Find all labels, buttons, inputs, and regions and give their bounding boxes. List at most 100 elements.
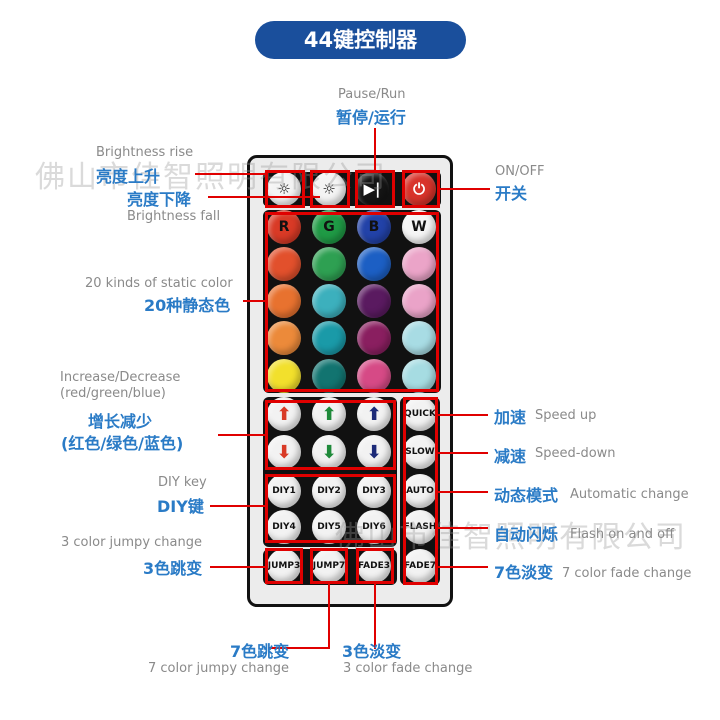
leader-line [210, 505, 267, 507]
flash-button[interactable]: FLASH [403, 510, 437, 544]
highlight-box [265, 548, 303, 584]
color-button[interactable] [402, 359, 436, 393]
static-color-en: 20 kinds of static color [85, 276, 233, 291]
highlight-box [265, 170, 305, 208]
color-button[interactable] [267, 247, 301, 281]
button-label: FADE3 [358, 561, 390, 571]
static-color-cn: 20种静态色 [144, 296, 231, 315]
highlight-box [402, 170, 440, 208]
color-button[interactable] [357, 284, 391, 318]
quick-cn: 加速 [494, 408, 527, 427]
leader-line [195, 173, 267, 175]
brightness-up-icon: ☼ [277, 180, 291, 198]
diy-button[interactable]: DIY4 [267, 510, 301, 544]
color-button[interactable] [402, 321, 436, 355]
color-button[interactable] [402, 284, 436, 318]
color-button[interactable]: R [267, 210, 301, 244]
leader-line [438, 491, 488, 493]
incdec-cn: 增长减少 [88, 412, 153, 431]
color-button[interactable] [267, 321, 301, 355]
button-label: W [411, 219, 427, 235]
color-button[interactable] [267, 284, 301, 318]
slow-button[interactable]: SLOW [403, 435, 437, 469]
color-button[interactable] [357, 321, 391, 355]
button-label: JUMP7 [312, 561, 346, 571]
diy-en: DIY key [158, 475, 207, 490]
brightness-fall-cn: 亮度下降 [127, 190, 192, 209]
quick-button[interactable]: QUICK [403, 397, 437, 431]
quick-en: Speed up [535, 408, 597, 423]
diy-button[interactable]: DIY6 [357, 510, 391, 544]
play-pause-button[interactable]: ▶| [355, 172, 389, 206]
highlight-box [265, 400, 396, 470]
arrow-up-icon: ⬆ [321, 403, 337, 425]
arrow-button[interactable]: ⬇ [312, 435, 346, 469]
color-button[interactable]: W [402, 210, 436, 244]
button-label: DIY4 [272, 522, 296, 532]
fade7-button[interactable]: FADE7 [403, 549, 437, 583]
color-button[interactable] [312, 321, 346, 355]
incdec-cn2: (红色/绿色/蓝色) [61, 434, 184, 453]
color-button[interactable] [357, 247, 391, 281]
onoff-label-en: ON/OFF [495, 164, 545, 179]
leader-line [328, 584, 330, 649]
highlight-box [355, 170, 395, 208]
button-label: DIY5 [317, 522, 341, 532]
fade7-cn: 7色淡变 [494, 563, 554, 582]
brightness-down-button[interactable]: ☼ [312, 172, 346, 206]
highlight-box [310, 548, 348, 584]
button-label: DIY1 [272, 486, 296, 496]
color-button[interactable]: B [357, 210, 391, 244]
button-label: DIY2 [317, 486, 341, 496]
highlight-box [403, 397, 438, 585]
pause-label-en: Pause/Run [338, 87, 406, 102]
leader-line [374, 584, 376, 649]
diy-button[interactable]: DIY2 [312, 474, 346, 508]
pause-label-cn: 暂停/运行 [336, 108, 406, 127]
jump3-button[interactable]: JUMP3 [267, 549, 301, 583]
leader-line [438, 527, 488, 529]
button-label: DIY6 [362, 522, 386, 532]
diy-button[interactable]: DIY3 [357, 474, 391, 508]
arrow-button[interactable]: ⬇ [267, 435, 301, 469]
fade3-button[interactable]: FADE3 [357, 549, 391, 583]
jump3-cn: 3色跳变 [143, 559, 203, 578]
highlight-box [310, 170, 350, 208]
watermark: 佛山市佳智照明有限公司 [35, 160, 387, 195]
brightness-fall-en: Brightness fall [127, 209, 221, 224]
color-button[interactable] [402, 247, 436, 281]
color-button[interactable] [357, 359, 391, 393]
flash-en: Flash on and off [570, 527, 675, 542]
leader-line [374, 128, 376, 171]
leader-line [268, 647, 330, 649]
arrow-down-icon: ⬇ [276, 441, 292, 463]
button-label: AUTO [406, 486, 434, 496]
button-label: FADE7 [404, 561, 436, 571]
diy-button[interactable]: DIY5 [312, 510, 346, 544]
button-label: G [323, 219, 335, 235]
button-label: FLASH [403, 522, 437, 532]
slow-en: Speed-down [535, 446, 616, 461]
brightness-down-icon: ☼ [322, 180, 336, 198]
color-button[interactable] [312, 284, 346, 318]
color-button[interactable] [312, 359, 346, 393]
play-pause-icon: ▶| [363, 180, 381, 198]
jump7-button[interactable]: JUMP7 [312, 549, 346, 583]
color-button[interactable] [312, 247, 346, 281]
button-label: R [278, 219, 290, 235]
incdec-en: Increase/Decrease [60, 370, 181, 385]
leader-line [438, 566, 488, 568]
leader-line [438, 414, 488, 416]
color-button[interactable] [267, 359, 301, 393]
slow-cn: 减速 [494, 447, 527, 466]
jump7-cn: 7色跳变 [230, 642, 290, 661]
auto-button[interactable]: AUTO [403, 474, 437, 508]
brightness-rise-cn: 亮度上升 [96, 167, 161, 186]
brightness-up-button[interactable]: ☼ [267, 172, 301, 206]
color-button[interactable]: G [312, 210, 346, 244]
power-button[interactable]: ⏻ [402, 172, 436, 206]
jump3-en: 3 color jumpy change [61, 535, 202, 550]
arrow-button[interactable]: ⬇ [357, 435, 391, 469]
highlight-box [265, 212, 439, 392]
diy-button[interactable]: DIY1 [267, 474, 301, 508]
